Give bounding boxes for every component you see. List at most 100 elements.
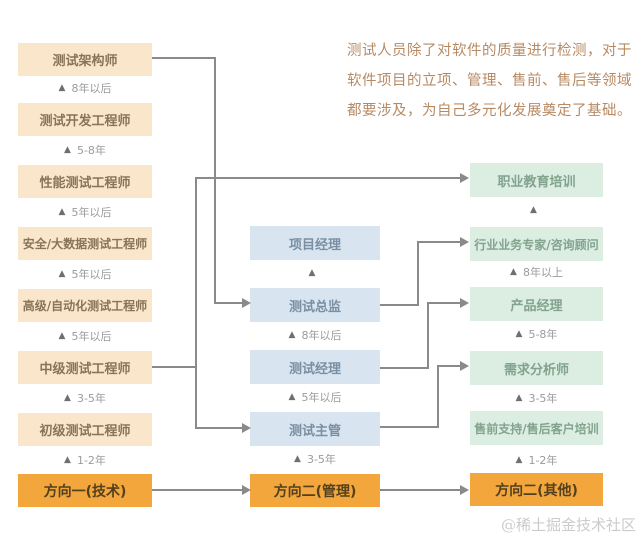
connector-line bbox=[195, 177, 197, 429]
up-triangle-icon: ▲ bbox=[58, 83, 66, 93]
experience-label: ▲5年以后 bbox=[18, 266, 152, 282]
connector-line bbox=[380, 304, 418, 306]
up-triangle-icon: ▲ bbox=[58, 331, 66, 341]
years-text: 5年以后 bbox=[71, 206, 112, 219]
experience-label: ▲ 3-5年 bbox=[250, 451, 380, 467]
experience-label: ▲ 8年以后 bbox=[18, 80, 152, 96]
track-title: 方向二(其他) bbox=[495, 482, 578, 499]
intro-text: 测试人员除了对软件的质量进行检测，对于软件项目的立项、管理、售前、售后等领域都要… bbox=[347, 43, 632, 119]
role-label: 高级/自动化测试工程师 bbox=[22, 299, 148, 313]
experience-label: ▲ bbox=[250, 265, 380, 281]
experience-label: ▲ 3-5年 bbox=[470, 390, 603, 406]
role-label: 中级测试工程师 bbox=[39, 362, 131, 377]
arrowhead-icon bbox=[460, 173, 469, 183]
up-triangle-icon: ▲ bbox=[510, 267, 517, 277]
track-label-management: 方向二(管理) bbox=[250, 474, 380, 507]
experience-label: ▲ 5-8年 bbox=[470, 326, 603, 342]
arrowhead-icon bbox=[242, 298, 251, 308]
role-box-presales-support-customer-training: 售前支持/售后客户培训 bbox=[470, 411, 603, 445]
connector-line bbox=[195, 427, 242, 429]
experience-label: ▲ bbox=[470, 202, 603, 218]
role-box-vocational-education-training: 职业教育培训 bbox=[470, 163, 603, 197]
years-text: 5-8年 bbox=[528, 328, 558, 341]
years-text: 3-5年 bbox=[76, 392, 106, 405]
years-text: 8年以上 bbox=[522, 266, 563, 279]
years-text: 5年以后 bbox=[301, 391, 342, 404]
experience-label: ▲ 5年以后 bbox=[18, 204, 152, 220]
role-label: 性能测试工程师 bbox=[39, 176, 131, 191]
arrowhead-icon bbox=[460, 237, 469, 247]
connector-line bbox=[380, 489, 460, 491]
track-title: 方向一(技术) bbox=[43, 483, 127, 500]
up-triangle-icon: ▲ bbox=[530, 205, 537, 215]
up-triangle-icon: ▲ bbox=[64, 455, 71, 465]
role-box-project-manager: 项目经理 bbox=[250, 226, 380, 260]
role-box-junior-test-engineer: 初级测试工程师 bbox=[18, 413, 152, 446]
years-text: 3-5年 bbox=[528, 392, 558, 405]
role-label: 售前支持/售后客户培训 bbox=[474, 421, 599, 436]
arrowhead-icon bbox=[460, 485, 469, 495]
role-box-security-bigdata-test-engineer: 安全/大数据测试工程师 bbox=[18, 227, 152, 260]
experience-label: ▲ 5-8年 bbox=[18, 142, 152, 158]
arrowhead-icon bbox=[242, 485, 251, 495]
role-box-requirements-analyst: 需求分析师 bbox=[470, 351, 603, 385]
up-triangle-icon: ▲ bbox=[58, 207, 66, 217]
experience-label: ▲ 5年以后 bbox=[18, 328, 152, 344]
role-box-product-manager: 产品经理 bbox=[470, 287, 603, 321]
track-label-other: 方向二(其他) bbox=[470, 473, 603, 506]
experience-label: ▲ 8年以上 bbox=[470, 264, 603, 280]
role-box-performance-test-engineer: 性能测试工程师 bbox=[18, 165, 152, 198]
role-box-test-architect: 测试架构师 bbox=[18, 43, 152, 76]
up-triangle-icon: ▲ bbox=[515, 393, 523, 403]
connector-line bbox=[427, 302, 429, 369]
role-label: 职业教育培训 bbox=[497, 174, 576, 190]
years-text: 5-8年 bbox=[76, 144, 106, 157]
role-box-test-director: 测试总监 bbox=[250, 288, 380, 322]
years-text: 5年以后 bbox=[71, 330, 112, 343]
connector-line bbox=[427, 302, 460, 304]
role-label: 产品经理 bbox=[510, 298, 563, 314]
track-title: 方向二(管理) bbox=[273, 483, 357, 500]
connector-line bbox=[380, 367, 428, 369]
role-box-test-manager: 测试经理 bbox=[250, 350, 380, 384]
up-triangle-icon: ▲ bbox=[288, 330, 296, 340]
years-text: 1-2年 bbox=[528, 454, 558, 467]
connector-line bbox=[214, 302, 242, 304]
connector-line bbox=[380, 426, 438, 428]
connector-line bbox=[417, 241, 460, 243]
experience-label: ▲ 3-5年 bbox=[18, 390, 152, 406]
up-triangle-icon: ▲ bbox=[308, 268, 316, 278]
up-triangle-icon: ▲ bbox=[64, 393, 71, 403]
role-label: 初级测试工程师 bbox=[39, 424, 131, 439]
years-text: 5年以后 bbox=[71, 268, 112, 281]
role-label: 测试总监 bbox=[288, 299, 341, 315]
role-label: 需求分析师 bbox=[503, 362, 569, 378]
arrowhead-icon bbox=[460, 361, 469, 371]
connector-line bbox=[195, 177, 460, 179]
connector-line bbox=[152, 57, 215, 59]
connector-line bbox=[214, 57, 216, 304]
track-label-technical: 方向一(技术) bbox=[18, 474, 152, 507]
role-label: 测试主管 bbox=[288, 423, 341, 439]
connector-line bbox=[152, 489, 242, 491]
role-box-test-supervisor: 测试主管 bbox=[250, 412, 380, 446]
up-triangle-icon: ▲ bbox=[64, 145, 71, 155]
years-text: 8年以后 bbox=[301, 329, 342, 342]
connector-line bbox=[437, 365, 460, 367]
watermark: @稀土掘金技术社区 bbox=[500, 516, 636, 534]
years-text: 3-5年 bbox=[306, 453, 336, 466]
role-label: 项目经理 bbox=[288, 237, 341, 253]
connector-line bbox=[417, 241, 419, 306]
experience-label: ▲ 8年以后 bbox=[250, 327, 380, 343]
years-text: 1-2年 bbox=[76, 454, 106, 467]
arrowhead-icon bbox=[242, 423, 251, 433]
years-text: 8年以后 bbox=[71, 82, 112, 95]
experience-label: ▲ 1-2年 bbox=[470, 452, 603, 468]
up-triangle-icon: ▲ bbox=[294, 454, 301, 464]
role-label: 测试开发工程师 bbox=[39, 114, 131, 129]
up-triangle-icon: ▲ bbox=[515, 329, 523, 339]
role-box-senior-automation-test-engineer: 高级/自动化测试工程师 bbox=[18, 289, 152, 322]
up-triangle-icon: ▲ bbox=[515, 455, 523, 465]
role-label: 安全/大数据测试工程师 bbox=[22, 237, 148, 251]
role-label: 测试经理 bbox=[288, 361, 341, 377]
